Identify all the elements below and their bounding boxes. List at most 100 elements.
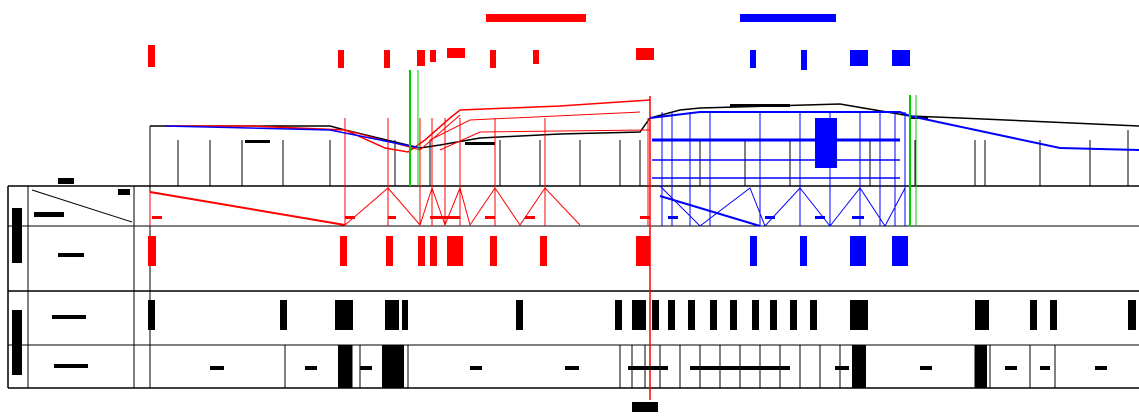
chainage-glyph [668,300,675,330]
red-annotation-glyph [447,48,465,58]
red-value-glyph [540,236,547,266]
blue-label-glyph [668,216,678,219]
interval-label-glyph [210,366,224,370]
chainage-glyph [1030,300,1037,330]
chainage-glyph [975,300,989,330]
red-value-glyph [386,236,393,266]
row-label-glyph [54,364,88,368]
red-annotation-glyph [636,48,654,60]
row-label-glyph [12,208,22,263]
red-profile-line [439,129,651,151]
blue-label-glyph [765,216,775,219]
ground-segment [730,104,790,107]
red-label-glyph [430,216,460,219]
bottom-label-glyph [632,402,658,412]
header-glyph [58,178,74,184]
blue-label-glyph [815,216,825,219]
chainage-glyph [752,300,759,330]
blue-annotation-glyph [850,50,868,66]
blue-structure [815,118,837,168]
red-annotation-glyph [384,50,390,68]
chainage-glyph [790,300,797,330]
interval-label-glyph [1040,366,1050,370]
blue-profile-line [164,125,421,149]
blue-annotation-glyph [750,50,756,68]
chainage-glyph [770,300,777,330]
chainage-glyph [516,300,523,330]
red-profile-line [165,99,651,153]
ground-segment [465,142,495,145]
chainage-glyph [1128,300,1136,330]
blue-band-line [659,195,761,227]
header-glyph [118,189,130,195]
row-label-glyph [58,253,84,257]
chainage-glyph [385,300,399,330]
interval-dense [382,345,404,388]
chainage-glyph [148,300,155,330]
chainage-glyph [688,300,695,330]
interval-label-glyph [628,366,668,370]
chainage-glyph [730,300,737,330]
red-profile-line [429,111,641,141]
blue-value-glyph [892,236,908,266]
header-diagonal [31,189,133,223]
red-annotation-glyph [533,50,539,64]
chainage-glyph [632,300,646,330]
blue-heading-glyph [740,14,836,22]
row-label-glyph [12,310,22,375]
red-band-line [149,191,346,226]
interval-dense [975,345,987,388]
red-label-glyph [640,216,650,219]
chainage-glyph [280,300,287,330]
interval-dense [338,345,352,388]
chainage-glyph [850,300,868,330]
red-annotation-glyph [417,50,425,66]
red-heading-glyph [486,14,586,22]
red-label-glyph [388,216,396,219]
interval-label-glyph [565,366,579,370]
chainage-glyph [402,300,408,330]
interval-label-glyph [305,366,317,370]
interval-label-glyph [1095,366,1107,370]
interval-dense [852,345,866,388]
red-annotation-glyph [148,45,155,67]
row-label-glyph [52,315,86,319]
interval-label-glyph [1005,366,1017,370]
chainage-glyph [1050,300,1057,330]
chainage-glyph [615,300,622,330]
blue-annotation-glyph [892,50,910,66]
interval-label-glyph [835,366,849,370]
chainage-glyph [652,300,659,330]
red-value-glyph [447,236,463,266]
red-value-glyph [430,236,437,266]
red-annotation-glyph [430,50,436,62]
ground-segment [245,140,270,143]
red-value-glyph [636,236,650,266]
red-label-glyph [485,216,495,219]
blue-annotation-glyph [801,50,807,70]
interval-label-glyph [470,366,482,370]
red-label-glyph [152,216,162,219]
blue-label-glyph [852,216,864,219]
interval-label-glyph [920,366,932,370]
blue-value-glyph [850,236,866,266]
interval-label-glyph [690,366,790,370]
chainage-glyph [710,300,717,330]
red-value-glyph [148,236,156,266]
red-value-glyph [340,236,347,266]
chainage-glyph [335,300,353,330]
header-glyph [34,212,64,217]
blue-value-glyph [750,236,757,266]
red-value-glyph [490,236,497,266]
red-label-glyph [525,216,535,219]
red-annotation-glyph [338,50,344,68]
blue-value-glyph [800,236,807,266]
red-value-glyph [418,236,425,266]
interval-label-glyph [360,366,372,370]
red-label-glyph [345,216,355,219]
red-annotation-glyph [490,50,496,68]
chainage-glyph [810,300,817,330]
